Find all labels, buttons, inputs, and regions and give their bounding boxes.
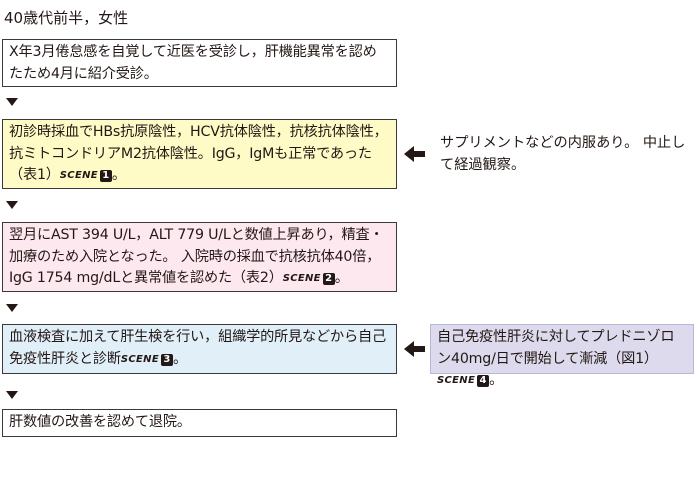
step-1-box: X年3月倦怠感を自覚して近医を受診し，肝機能異常を認めたため4月に紹介受診。 (2, 39, 397, 87)
step-2-text: 初診時採血でHBs抗原陰性，HCV抗体陰性，抗核抗体陰性，抗ミトコンドリアM2抗… (9, 124, 388, 183)
scene-label: SCENE (59, 170, 98, 181)
scene-label: SCENE (282, 273, 321, 284)
left-arrow-icon (404, 146, 425, 162)
step-3-text: 翌月にAST 394 U/L，ALT 779 U/Lと数値上昇あり，精査・加療の… (9, 227, 384, 286)
scene-number: 3 (160, 353, 173, 366)
scene-number: 2 (322, 273, 335, 285)
step-3-box: 翌月にAST 394 U/L，ALT 779 U/Lと数値上昇あり，精査・加療の… (2, 222, 397, 292)
down-arrow-icon (6, 391, 18, 399)
scene-label: SCENE (120, 353, 159, 365)
scene-number: 1 (99, 170, 112, 182)
left-arrow-icon (404, 341, 425, 357)
step-5-text: 肝数値の改善を認めて退院。 (9, 414, 191, 430)
down-arrow-icon (6, 201, 18, 209)
step-2-box: 初診時採血でHBs抗原陰性，HCV抗体陰性，抗核抗体陰性，抗ミトコンドリアM2抗… (2, 119, 397, 189)
step-5-box: 肝数値の改善を認めて退院。 (2, 409, 397, 437)
down-arrow-icon (6, 98, 18, 106)
side-note-2-text: 自己免疫性肝炎に対してプレドニゾロン40mg/日で開始して漸減（図1） (437, 329, 675, 367)
down-arrow-icon (6, 304, 18, 312)
side-note-1: サプリメントなどの内服あり。 中止して経過観察。 (440, 135, 686, 173)
step-4-box: 血液検査に加えて肝生検を行い，組織学的所見などから自己免疫性肝炎と診断SCENE… (2, 324, 397, 374)
step-3-suffix: 。 (334, 270, 349, 286)
scene-number: 4 (477, 375, 490, 387)
step-2-suffix: 。 (111, 167, 126, 183)
step-4-suffix: 。 (172, 350, 187, 367)
patient-header: 40歳代前半，女性 (4, 9, 129, 27)
step-4-text: 血液検査に加えて肝生検を行い，組織学的所見などから自己免疫性肝炎と診断 (9, 329, 386, 367)
step-1-text: X年3月倦怠感を自覚して近医を受診し，肝機能異常を認めたため4月に紹介受診。 (9, 44, 377, 82)
side-note-2-box: 自己免疫性肝炎に対してプレドニゾロン40mg/日で開始して漸減（図1） SCENE… (430, 324, 694, 388)
side-note-2-suffix: 。 (489, 372, 504, 388)
scene-label: SCENE (437, 375, 476, 386)
